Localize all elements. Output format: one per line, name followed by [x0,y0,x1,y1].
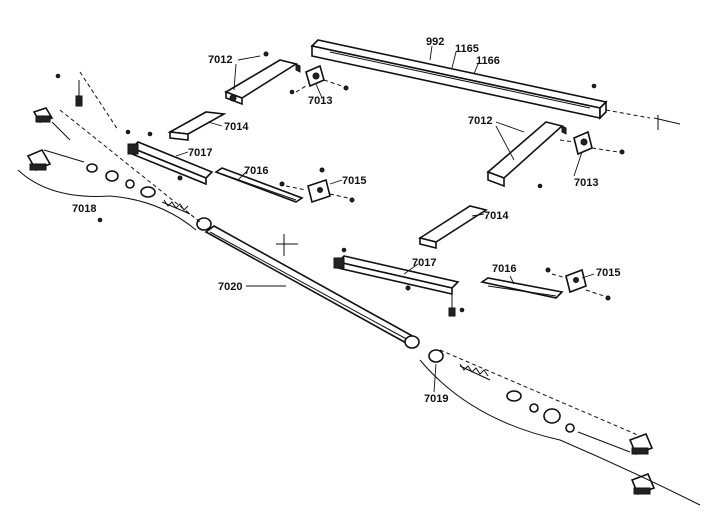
rear-rail [310,39,681,130]
arm-7017-right [333,255,460,317]
label-7014-upper: 7014 [224,121,249,133]
left-end-assembly [17,71,212,231]
label-7012-right: 7012 [468,115,492,127]
label-7018: 7018 [72,203,96,215]
label-7015-left: 7015 [342,175,366,187]
right-end-assembly [419,349,701,506]
label-1165: 1165 [455,43,479,55]
label-7015-right: 7015 [596,267,620,279]
label-7017-right: 7017 [412,257,436,269]
bracket-7015-left [279,167,355,204]
part-labels: 992 1165 1166 7012 7013 7014 7017 7016 7… [72,36,620,405]
pad-7014-lower [418,205,488,250]
pad-7014-upper [167,111,227,141]
leader-lines [175,45,595,393]
label-992: 992 [426,36,444,48]
arm-7017-left [127,141,214,186]
label-7016-right: 7016 [492,263,516,275]
link-7016-left [214,167,304,203]
bracket-7013-right [559,130,625,156]
label-7016-left: 7016 [244,165,268,177]
label-7014-lower: 7014 [484,210,509,222]
bracket-7013-top [295,64,349,93]
tube-7020 [204,225,420,349]
fasteners [55,51,597,313]
label-7013-right: 7013 [574,177,598,189]
label-7020: 7020 [218,281,242,293]
label-7013-left: 7013 [308,95,332,107]
label-7019: 7019 [424,393,448,405]
label-7012-left: 7012 [208,54,232,66]
label-7017-left: 7017 [188,147,212,159]
label-1166: 1166 [476,55,500,67]
cross-bar-upper-right [486,121,567,188]
link-7016-right [479,277,564,299]
cross-bar-upper-left [224,59,301,106]
bracket-7015-right [545,267,611,301]
